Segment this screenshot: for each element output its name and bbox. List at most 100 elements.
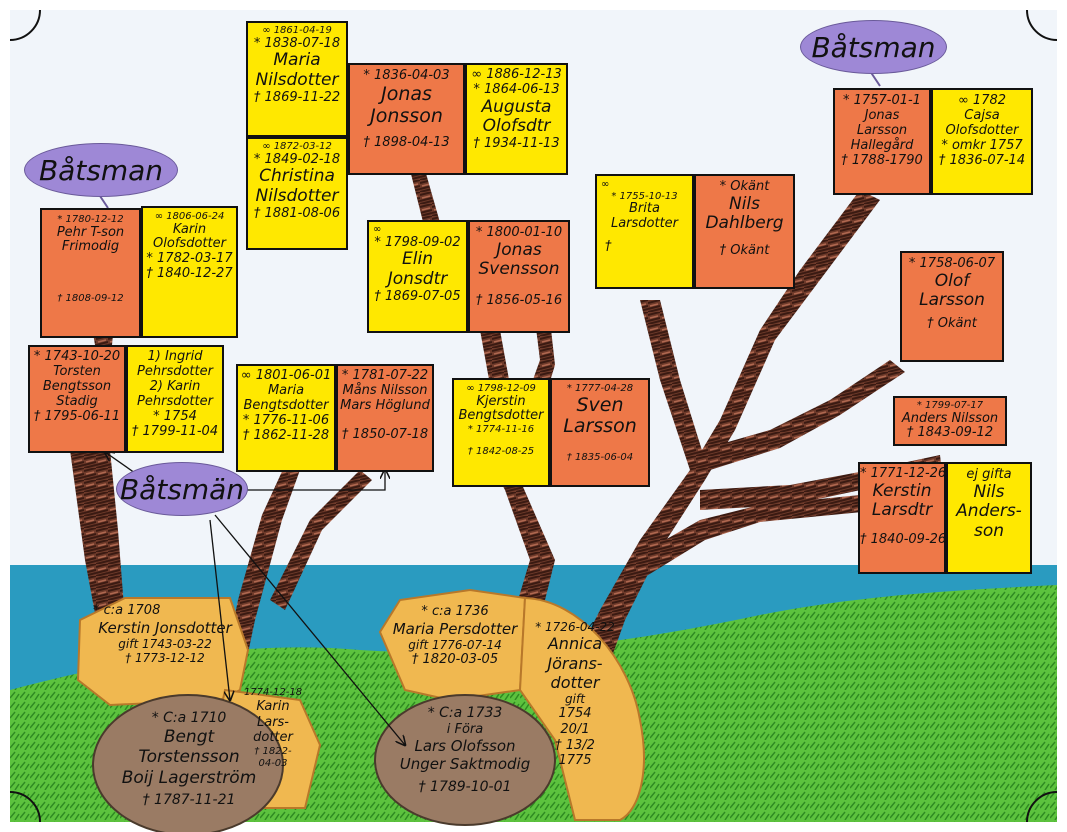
card-line: Bengtsdotter: [243, 397, 329, 413]
card-line: Olofsdtr: [482, 116, 551, 137]
card-line: Nils: [973, 481, 1005, 502]
card-sven-larsson: * 1777-04-28 Sven Larsson † 1835-06-04: [550, 378, 650, 487]
card-line: 2) Karin: [149, 378, 201, 394]
card-line: † 1840-12-27: [146, 266, 233, 282]
card-line: Olofsdotter: [153, 236, 226, 252]
base-line: 20/1: [560, 721, 590, 737]
card-kjerstin-bengtsdotter: ∞ 1798-12-09 Kjerstin Bengtsdotter * 177…: [452, 378, 550, 487]
card-line: Pehrsdotter: [137, 363, 213, 379]
card-line: ∞ 1801-06-01: [240, 368, 332, 383]
card-line: * 1782-03-17: [146, 251, 233, 267]
batsman-label-right-text: Båtsman: [811, 30, 936, 64]
card-line: Larsson: [919, 290, 985, 311]
card-ingrid-karin-pehrsdotter: 1) Ingrid Pehrsdotter 2) Karin Pehrsdott…: [126, 345, 224, 453]
card-line: ∞: [373, 224, 382, 235]
card-line: Cajsa: [964, 107, 1000, 123]
card-line: Pehrsdotter: [137, 393, 213, 409]
base-line: † 1822-: [254, 745, 292, 757]
base-line: * c:a 1736: [421, 604, 489, 619]
card-line: * omkr 1757: [941, 137, 1023, 153]
card-line: † 1869-07-05: [374, 288, 461, 304]
card-line: Svensson: [478, 259, 560, 280]
card-line: * 1798-09-02: [374, 234, 461, 250]
base-line: * C:a 1733: [427, 705, 503, 721]
card-line: Maria: [267, 382, 305, 398]
base-line: Boij Lagerström: [121, 767, 257, 788]
card-kerstin-larsdtr: * 1771-12-26 Kerstin Larsdtr † 1840-09-2…: [858, 462, 946, 574]
card-line: † 1788-1790: [841, 152, 923, 168]
base-kerstin-jonsdotter: * c:a 1708 Kerstin Jonsdotter gift 1743-…: [85, 603, 245, 665]
card-line: son: [973, 521, 1005, 542]
card-line: Olof: [934, 270, 970, 291]
card-line: Larsson: [563, 415, 637, 438]
card-line: ej gifta: [966, 467, 1012, 482]
card-line: ∞ 1782: [957, 93, 1007, 108]
card-line: * 1781-07-22: [341, 368, 429, 383]
card-line: Olofsdotter: [945, 122, 1019, 138]
card-mans-nilsson: * 1781-07-22 Måns Nilsson Mars Höglund †…: [336, 364, 434, 472]
card-line: Mars Höglund: [340, 397, 430, 413]
card-line: † Okänt: [719, 243, 770, 259]
base-line: gift 1776-07-14: [408, 637, 502, 652]
card-jonas-larsson: * 1757-01-1 Jonas Larsson Hallegård † 17…: [833, 88, 931, 195]
card-nils-andersson: ej gifta Nils Anders- son: [946, 462, 1032, 574]
card-karin-olofsdotter: ∞ 1806-06-24 Karin Olofsdotter * 1782-03…: [141, 206, 238, 338]
batsman-label-left-text: Båtsman: [38, 153, 164, 187]
base-line: 1775: [558, 753, 592, 769]
card-line: Hallegård: [850, 137, 914, 153]
card-line: Jonas: [381, 82, 432, 105]
card-line: Brita: [629, 201, 660, 216]
base-shapes: [76, 588, 645, 832]
card-line: † 1795-06-11: [33, 408, 121, 424]
card-line: † 1869-11-22: [253, 89, 341, 105]
base-line: † 13/2: [555, 737, 595, 753]
card-line: † 1862-11-28: [242, 427, 330, 443]
card-line: † 1836-07-14: [938, 152, 1026, 168]
card-line: * 1743-10-20: [33, 349, 121, 364]
card-line: Augusta: [481, 96, 552, 117]
card-line: Nilsdotter: [255, 185, 339, 206]
card-line: ∞ 1798-12-09: [466, 383, 536, 394]
card-line: Sven: [576, 393, 624, 416]
base-line: 1774-12-18: [243, 687, 303, 698]
base-line: * 1726-04-22: [535, 620, 615, 634]
card-line: Elin: [402, 249, 433, 270]
card-jonas-jonsson: * 1836-04-03 Jonas Jonsson † 1898-04-13: [348, 63, 465, 175]
base-line: 04-03: [258, 757, 288, 769]
card-line: † 1808-09-12: [57, 293, 124, 305]
base-line: Jörans-: [547, 653, 603, 673]
card-line: Karin: [172, 221, 207, 237]
base-line: Bengt: [163, 726, 215, 747]
card-pehr-frimodig: * 1780-12-12 Pehr T-son Frimodig † 1808-…: [40, 208, 141, 338]
base-karin-larsdotter: 1774-12-18 Karin Lars- dotter † 1822- 04…: [232, 687, 314, 770]
card-brita-larsdotter: ∞ * 1755-10-13 Brita Larsdotter †: [595, 174, 694, 289]
card-line: † 1843-09-12: [906, 425, 994, 441]
card-line: Nilsdotter: [255, 69, 339, 90]
card-nils-dahlberg: * Okänt Nils Dahlberg † Okänt: [694, 174, 795, 289]
card-line: † 1898-04-13: [363, 134, 450, 150]
card-line: Anders Nilsson: [901, 410, 999, 426]
card-line: † 1835-06-04: [566, 452, 634, 464]
card-line: Bengtsdotter: [458, 408, 544, 424]
card-line: ∞ 1886-12-13: [471, 67, 562, 82]
card-line: Christina: [259, 166, 335, 187]
card-maria-bengtsdotter: ∞ 1801-06-01 Maria Bengtsdotter * 1776-1…: [236, 364, 336, 472]
card-maria-nilsdotter: ∞ 1861-04-19 * 1838-07-18 Maria Nilsdott…: [246, 21, 348, 137]
base-line: † 1787-11-21: [142, 791, 236, 808]
card-line: Jonas: [864, 107, 900, 123]
base-line: Annica: [547, 634, 603, 654]
card-line: * Okänt: [719, 179, 770, 194]
card-line: * 1777-04-28: [566, 383, 634, 394]
card-line: ∞ 1872-03-12: [262, 141, 332, 152]
card-line: * 1838-07-18: [253, 35, 341, 51]
base-line: gift: [565, 691, 585, 706]
card-line: Anders-: [956, 501, 1022, 522]
card-line: * 1771-12-26: [860, 466, 946, 481]
base-line: Karin: [256, 699, 290, 714]
card-line: Torsten: [53, 363, 101, 379]
card-line: Pehr T-son: [56, 224, 125, 240]
card-line: † 1840-09-26: [860, 532, 946, 548]
card-line: Kjerstin: [476, 393, 526, 409]
base-line: dotter: [253, 730, 293, 746]
base-line: Kerstin Jonsdotter: [98, 618, 232, 637]
